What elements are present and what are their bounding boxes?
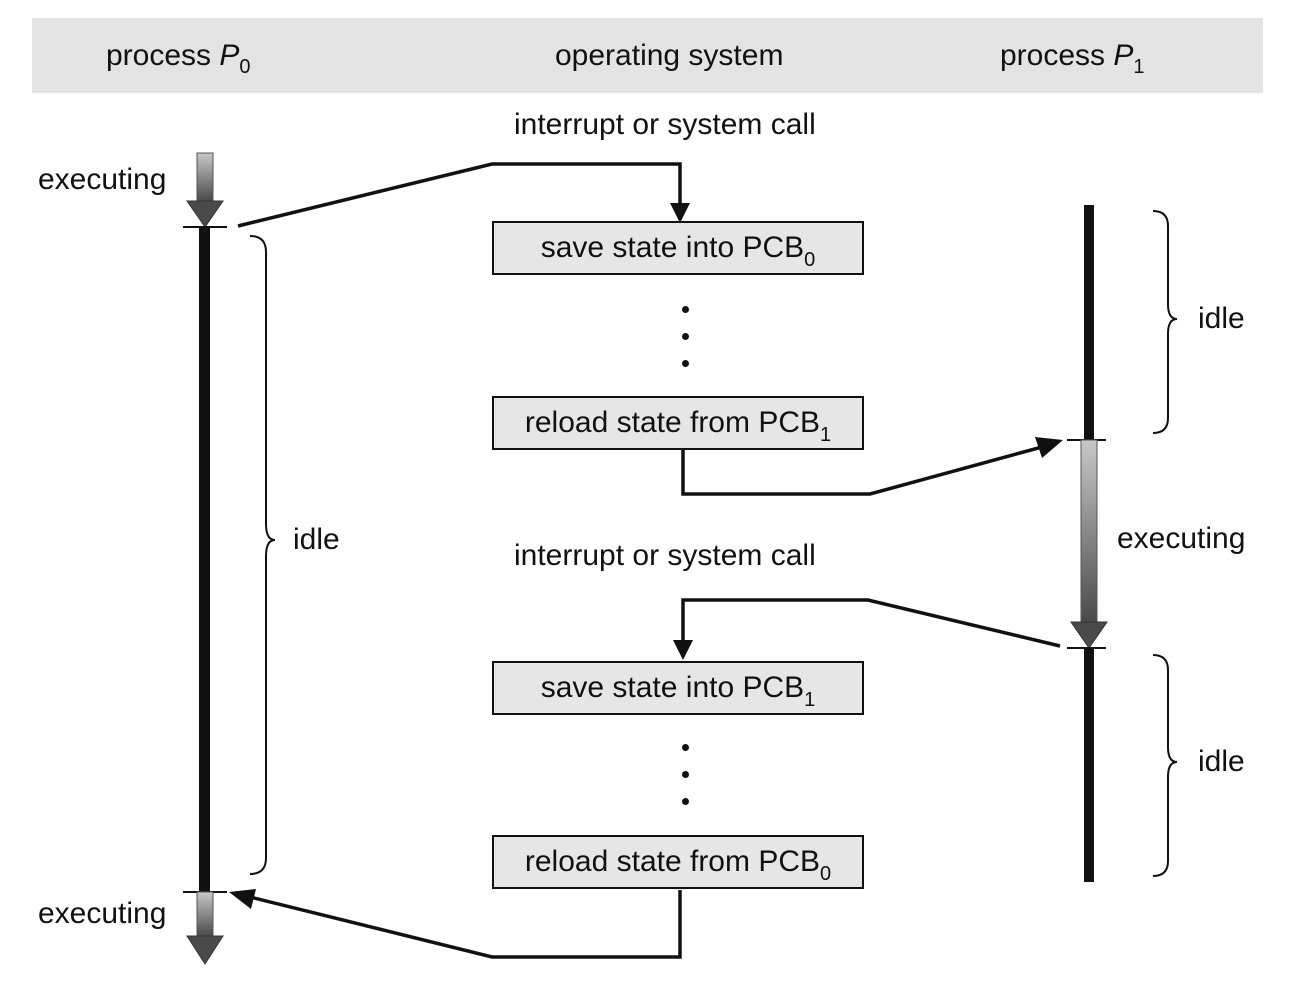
- column-header-p1: process P1: [1000, 36, 1145, 78]
- flow-reload-to-p1: [681, 437, 1063, 496]
- reload-state-2-sub: 0: [820, 863, 832, 885]
- p1-state-idle-top: idle: [1198, 302, 1245, 335]
- p1-exec-arrow: [1070, 439, 1108, 649]
- p1-idle-brace-bottom: [1152, 654, 1178, 877]
- p0-idle-brace: [249, 235, 276, 875]
- save-state-box-2: save state into PCB1: [492, 661, 864, 715]
- trigger-label-1: interrupt or system call: [514, 108, 816, 141]
- p0-header-sub: 0: [239, 56, 251, 78]
- save-state-1-sub: 0: [804, 249, 816, 271]
- flow-p1-to-save-state: [673, 598, 1061, 660]
- reload-state-box-1: reload state from PCB1: [492, 396, 864, 450]
- p1-idle-bar-top: [1084, 205, 1094, 440]
- ellipsis-dots-2: [682, 744, 690, 825]
- save-state-1-text: save state into PCB: [540, 231, 805, 264]
- p0-exec-bottom-arrow: [186, 891, 224, 965]
- ellipsis-dots-1: [682, 306, 690, 387]
- column-header-p0: process P0: [106, 36, 251, 78]
- ellipsis-dot: [682, 333, 689, 340]
- p0-state-idle: idle: [293, 523, 340, 556]
- ellipsis-dot: [682, 798, 689, 805]
- p1-idle-brace-top: [1152, 210, 1178, 434]
- reload-state-1-text: reload state from PCB: [524, 406, 820, 439]
- ellipsis-dot: [682, 306, 689, 313]
- p1-state-idle-bottom: idle: [1198, 745, 1245, 778]
- p0-header-word: process: [106, 39, 212, 72]
- save-state-2-sub: 1: [804, 689, 816, 711]
- trigger-label-2: interrupt or system call: [514, 539, 816, 572]
- reload-state-2-text: reload state from PCB: [524, 845, 820, 878]
- p0-exec-top-arrow: [186, 152, 224, 228]
- save-state-box-1: save state into PCB0: [492, 221, 864, 275]
- p0-header-name: P: [219, 39, 240, 72]
- p0-state-executing-top: executing: [38, 163, 167, 196]
- os-header-label: operating system: [555, 39, 784, 72]
- flow-p0-to-save-state: [237, 162, 690, 228]
- p0-state-executing-bottom: executing: [38, 897, 167, 930]
- reload-state-box-2: reload state from PCB0: [492, 835, 864, 889]
- p1-header-sub: 1: [1133, 56, 1145, 78]
- p1-state-executing: executing: [1117, 522, 1246, 555]
- header-band: [32, 18, 1263, 93]
- p1-idle-bar-bottom: [1084, 648, 1094, 882]
- p0-idle-bar: [199, 227, 210, 892]
- p1-header-name: P: [1113, 39, 1134, 72]
- ellipsis-dot: [682, 771, 689, 778]
- ellipsis-dot: [682, 360, 689, 367]
- ellipsis-dot: [682, 744, 689, 751]
- reload-state-1-sub: 1: [820, 424, 832, 446]
- flow-reload-to-p0: [229, 889, 682, 959]
- save-state-2-text: save state into PCB: [540, 671, 805, 704]
- column-header-os: operating system: [555, 36, 783, 76]
- p1-header-word: process: [1000, 39, 1106, 72]
